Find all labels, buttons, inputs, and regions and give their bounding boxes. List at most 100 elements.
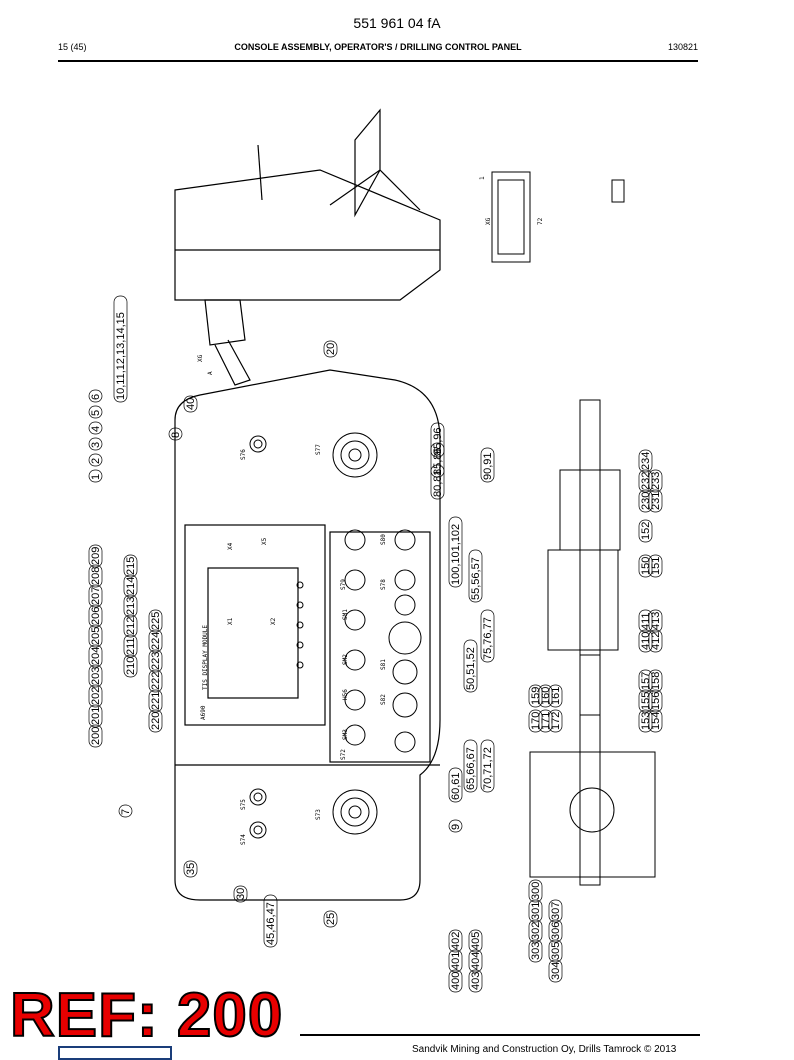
callout-number: 10,11,12,13,14,15 — [115, 312, 127, 400]
dial-knobs — [249, 432, 422, 839]
callout-number: 307 — [550, 902, 562, 920]
document-date: 130821 — [667, 42, 698, 52]
callout-number: 9 — [450, 824, 462, 830]
callout-bubble — [123, 634, 138, 658]
callout-bubble — [528, 919, 543, 943]
callout-bubble — [88, 544, 103, 568]
callout-bubble — [448, 969, 463, 993]
callout-bubble — [88, 724, 103, 748]
callout-bubble — [638, 669, 653, 693]
callout-number: 8 — [170, 432, 182, 438]
callout-bubble — [648, 609, 663, 633]
brand-logo — [58, 1046, 172, 1060]
callout-bubble — [638, 554, 653, 578]
callout-number: 301 — [530, 902, 542, 920]
callout-number: 158 — [650, 672, 662, 690]
callout-bubble — [123, 614, 138, 638]
doc-number: 551 961 04 fA — [353, 15, 441, 31]
footer-copyright: Sandvik Mining and Construction Oy, Dril… — [412, 1044, 677, 1055]
switch-label: S77 — [315, 444, 322, 455]
callout-bubble — [468, 929, 483, 953]
pin-72-label: 72 — [537, 217, 544, 225]
callout-bubble — [648, 629, 663, 653]
callout-bubble — [638, 489, 653, 513]
callout-number: 7 — [120, 809, 132, 815]
callout-number: 231 — [650, 492, 662, 510]
callout-bubble — [638, 609, 653, 633]
callout-number: 203 — [90, 667, 102, 685]
callout-bubble — [148, 669, 163, 693]
callout-bubble — [648, 489, 663, 513]
callout-number: 152 — [640, 522, 652, 540]
callout-text-group: 2002012022032042052062072082092102112122… — [90, 312, 662, 990]
callout-number: 45,46,47 — [265, 902, 277, 945]
callout-bubble — [448, 929, 463, 953]
switch-label: SM1 — [342, 609, 349, 620]
switch-label: S76 — [240, 449, 247, 460]
callout-number: 404 — [470, 952, 482, 970]
callout-bubble — [480, 447, 495, 483]
console-outline — [174, 108, 441, 901]
callout-number: 220 — [150, 712, 162, 730]
callout-number: 150 — [640, 557, 652, 575]
callout-bubble — [648, 669, 663, 693]
callout-bubble — [123, 654, 138, 678]
footer-rule — [300, 1034, 700, 1036]
callout-bubble — [648, 554, 663, 578]
callout-number: 207 — [90, 587, 102, 605]
callout-bubble — [430, 464, 445, 500]
din-rail — [529, 399, 656, 886]
switch-label: S75 — [240, 799, 247, 810]
callout-bubble — [263, 894, 278, 948]
callout-bubble — [638, 449, 653, 473]
callout-number: 85,86 — [432, 447, 444, 475]
callout-number: 25 — [325, 913, 337, 925]
callout-number: 410 — [640, 632, 652, 650]
switch-label: S72 — [340, 749, 347, 760]
callout-group — [88, 295, 663, 993]
callout-bubble — [88, 664, 103, 688]
callout-number: 60,61 — [450, 772, 462, 800]
callout-bubble — [148, 649, 163, 673]
switch-label: S79 — [340, 579, 347, 590]
callout-number: 35 — [185, 863, 197, 875]
callout-number: 403 — [470, 972, 482, 990]
switch-label: S81 — [380, 659, 387, 670]
callout-number: 6 — [90, 394, 102, 400]
callout-bubble — [88, 405, 103, 419]
callout-bubble — [548, 939, 563, 963]
callout-bubble — [123, 574, 138, 598]
callout-number: 223 — [150, 652, 162, 670]
callout-number: 300 — [530, 882, 542, 900]
callout-bubble — [468, 949, 483, 973]
callout-number: 172 — [550, 712, 562, 730]
callout-bubble — [113, 295, 128, 403]
callout-bubble — [323, 340, 338, 358]
callout-number: 211 — [125, 637, 137, 655]
callout-number: 171 — [540, 712, 552, 730]
pin-1-label: 1 — [479, 176, 486, 180]
callout-bubble — [638, 709, 653, 733]
callout-number: 204 — [90, 647, 102, 665]
callout-number: 234 — [640, 452, 652, 470]
display-module-label: TIS DISPLAY MODULE — [202, 625, 209, 690]
callout-number: 230 — [640, 492, 652, 510]
connector-xg-label-2: XG — [197, 354, 204, 362]
module-code-label: A690 — [200, 705, 207, 720]
switch-label: SM2 — [342, 654, 349, 665]
switch-label: S82 — [380, 694, 387, 705]
callout-bubble — [168, 427, 183, 441]
ref-stamp: REF: 200 — [9, 981, 284, 1050]
callout-bubble — [88, 437, 103, 451]
page-title: CONSOLE ASSEMBLY, OPERATOR'S / DRILLING … — [234, 42, 522, 52]
connector-xg-detail — [491, 171, 625, 263]
callout-number: 215 — [125, 557, 137, 575]
callout-number: 151 — [650, 557, 662, 575]
callout-bubble — [538, 684, 553, 708]
callout-number: 95,96 — [432, 427, 444, 455]
callout-number: 161 — [550, 687, 562, 705]
callout-number: 155 — [640, 692, 652, 710]
callout-bubble — [638, 629, 653, 653]
callout-bubble — [638, 469, 653, 493]
callout-bubble — [123, 594, 138, 618]
